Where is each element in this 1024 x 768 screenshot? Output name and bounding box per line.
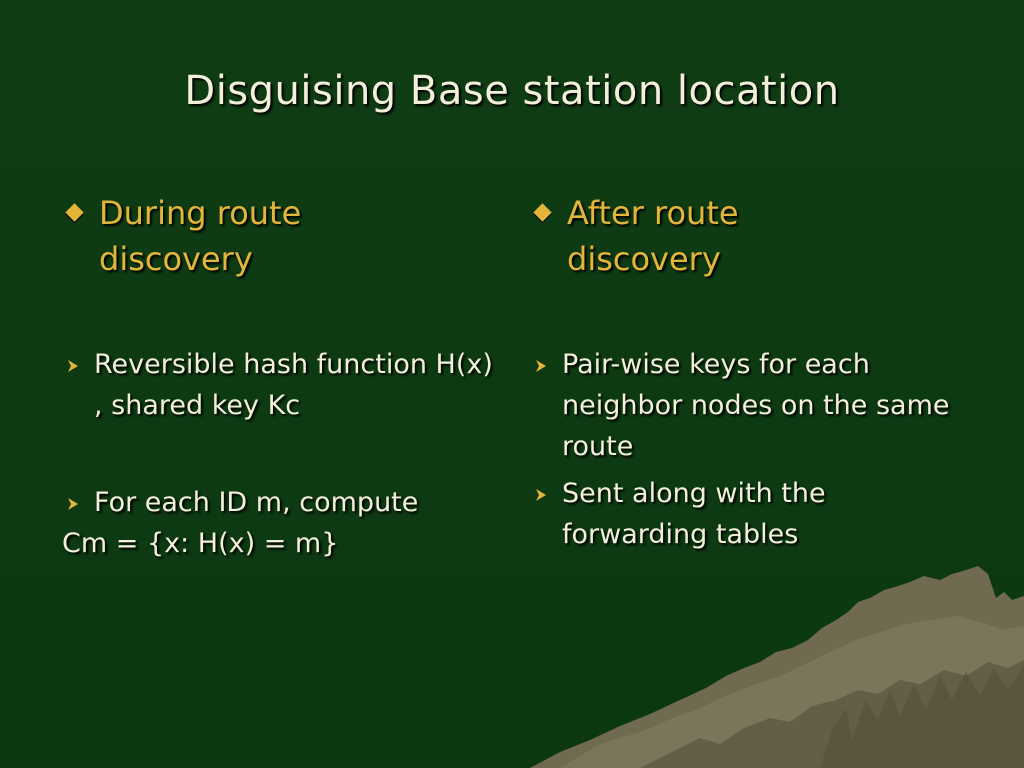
right-column: After route discovery Pair-wise keys for… <box>530 190 980 555</box>
list-item: Sent along with the forwarding tables <box>530 473 980 555</box>
list-item: Pair-wise keys for each neighbor nodes o… <box>530 344 980 467</box>
left-items: Reversible hash function H(x) , shared k… <box>62 344 512 564</box>
left-heading: During route discovery <box>62 190 512 282</box>
right-heading: After route discovery <box>530 190 980 282</box>
right-items: Pair-wise keys for each neighbor nodes o… <box>530 344 980 555</box>
list-item-text: Pair-wise keys for each neighbor nodes o… <box>562 349 950 462</box>
list-item-text: For each ID m, compute <box>94 487 419 518</box>
right-heading-text: After route discovery <box>567 194 739 278</box>
diamond-bullet-icon <box>65 203 84 222</box>
diamond-bullet-icon <box>533 203 552 222</box>
list-item-text: Sent along with the forwarding tables <box>562 478 826 550</box>
list-item: For each ID m, compute <box>62 482 512 523</box>
left-column: During route discovery Reversible hash f… <box>62 190 512 564</box>
arrowhead-bullet-icon <box>68 498 78 510</box>
slide-title: Disguising Base station location <box>184 68 840 114</box>
list-item: Reversible hash function H(x) , shared k… <box>62 344 512 426</box>
arrowhead-bullet-icon <box>536 489 546 501</box>
left-heading-text: During route discovery <box>99 194 302 278</box>
list-item-text: Reversible hash function H(x) , shared k… <box>94 349 493 421</box>
formula-text: Cm = {x: H(x) = m} <box>62 528 339 559</box>
arrowhead-bullet-icon <box>68 360 78 372</box>
arrowhead-bullet-icon <box>536 360 546 372</box>
